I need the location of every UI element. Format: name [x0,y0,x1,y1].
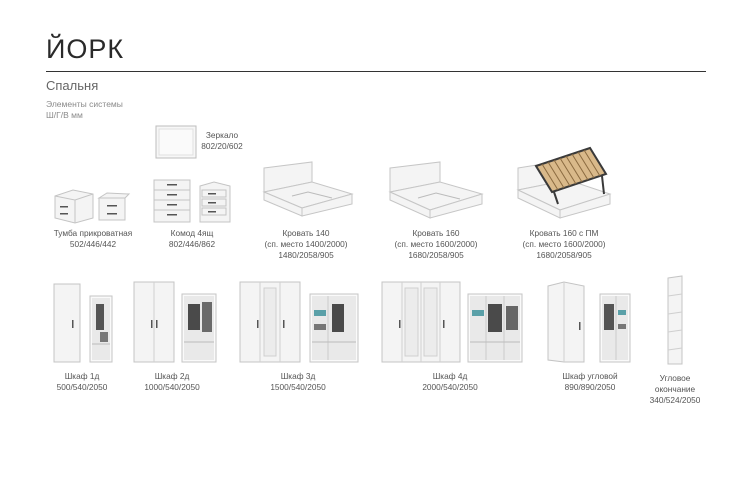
corner-wardrobe-dims: 890/890/2050 [564,382,616,392]
wardrobe-2-door-dims: 1000/540/2050 [144,382,200,392]
bed-160-name: Кровать 160 [412,228,460,238]
bed-160-image [388,161,484,219]
wardrobe-1-door-caption: Шкаф 1д 500/540/2050 [42,371,122,393]
wardrobe-1-door-name: Шкаф 1д [64,371,100,381]
bed-140-caption: Кровать 140 (сп. место 1400/2000) 1480/2… [256,228,356,261]
corner-wardrobe-image [547,281,631,363]
page-subtitle: Спальня [46,78,99,93]
bed-140-image [262,161,354,217]
mirror-caption: Зеркало 802/20/602 [196,130,248,152]
wardrobe-3-door-name: Шкаф 3д [280,371,316,381]
bed-160-lift-name: Кровать 160 с ПМ [529,228,599,238]
bed-160-caption: Кровать 160 (сп. место 1600/2000) 1680/2… [386,228,486,261]
dresser-caption: Комод 4ящ 802/446/862 [140,228,244,250]
bed-160-lift-image [516,146,612,219]
wardrobe-4-door-image [381,281,523,363]
mirror-name: Зеркало [205,130,239,140]
bed-160-lift-sleep: (сп. место 1600/2000) [522,239,606,249]
bed-140-dims: 1480/2058/905 [278,250,334,260]
wardrobe-3-door-dims: 1500/540/2050 [270,382,326,392]
wardrobe-4-door-caption: Шкаф 4д 2000/540/2050 [400,371,500,393]
corner-end-shelf-name: Угловое [659,373,691,383]
wardrobe-3-door-caption: Шкаф 3д 1500/540/2050 [248,371,348,393]
dresser-image [153,179,231,223]
corner-wardrobe-caption: Шкаф угловой 890/890/2050 [542,371,638,393]
wardrobe-2-door-name: Шкаф 2д [154,371,190,381]
corner-end-shelf-image [667,275,683,365]
mirror-image [155,125,197,159]
corner-end-shelf-dims: 340/524/2050 [649,395,701,405]
dims-note: Ш/Г/В мм [46,110,83,120]
corner-end-shelf-name2: окончание [654,384,696,394]
corner-end-shelf-caption: Угловое окончание 340/524/2050 [640,373,710,406]
bed-160-lift-caption: Кровать 160 с ПМ (сп. место 1600/2000) 1… [512,228,616,261]
bed-160-dims: 1680/2058/905 [408,250,464,260]
bed-160-sleep: (сп. место 1600/2000) [394,239,478,249]
nightstand-name: Тумба прикроватная [53,228,133,238]
wardrobe-1-door-dims: 500/540/2050 [56,382,108,392]
title-divider [46,71,706,72]
nightstand-dims: 502/446/442 [69,239,117,249]
system-note: Элементы системы [46,99,123,109]
wardrobe-2-door-caption: Шкаф 2д 1000/540/2050 [120,371,224,393]
bed-140-sleep: (сп. место 1400/2000) [264,239,348,249]
wardrobe-4-door-name: Шкаф 4д [432,371,468,381]
wardrobe-3-door-image [239,281,359,363]
wardrobe-1-door-image [53,283,113,363]
wardrobe-2-door-image [133,281,217,363]
dresser-dims: 802/446/862 [168,239,216,249]
page-title: ЙОРК [46,34,125,64]
nightstand-image [54,189,131,224]
bed-140-name: Кровать 140 [282,228,330,238]
dresser-name: Комод 4ящ [170,228,214,238]
wardrobe-4-door-dims: 2000/540/2050 [422,382,478,392]
corner-wardrobe-name: Шкаф угловой [562,371,618,381]
mirror-dims: 802/20/602 [201,141,243,151]
nightstand-caption: Тумба прикроватная 502/446/442 [38,228,148,250]
bed-160-lift-dims: 1680/2058/905 [536,250,592,260]
